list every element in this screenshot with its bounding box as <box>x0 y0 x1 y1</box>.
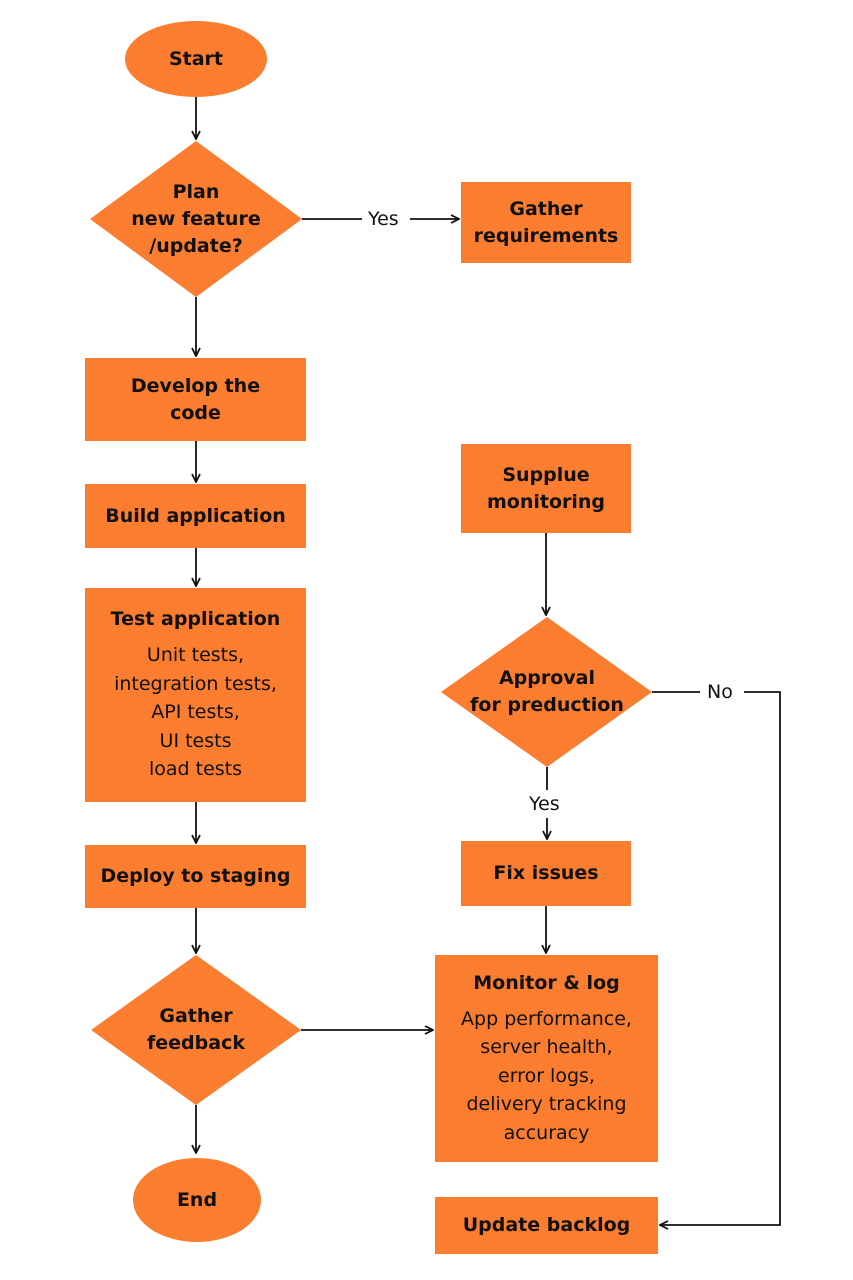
monitor-details: App performance, server health, error lo… <box>461 1005 632 1148</box>
gather-requirements-line-2: requirements <box>473 224 619 247</box>
monitor-detail-1: App performance, <box>461 1007 632 1030</box>
develop-line-1: Develop the <box>130 374 261 397</box>
test-box: Test application Unit tests, integration… <box>85 588 306 802</box>
plan-decision-shape <box>90 141 302 297</box>
approval-yes-label: Yes <box>526 793 563 815</box>
test-detail-4: UI tests <box>159 729 232 752</box>
plan-line-3: /update? <box>149 234 243 257</box>
test-detail-2: integration tests, <box>114 672 277 695</box>
plan-yes-label: Yes <box>365 208 402 230</box>
edge-no-to-backlog <box>660 691 781 1225</box>
plan-line-2: new feature <box>131 207 261 230</box>
develop-line-2: code <box>170 401 221 424</box>
monitor-detail-4: delivery tracking <box>466 1093 627 1116</box>
monitor-label: Monitor & log <box>473 971 620 994</box>
feedback-line-2: feedback <box>147 1032 245 1054</box>
gather-requirements-box: Gather requirements <box>461 182 631 263</box>
feedback-line-1: Gather <box>159 1005 233 1027</box>
test-detail-5: load tests <box>148 758 243 781</box>
monitor-log-box: Monitor & log App performance, server he… <box>435 955 658 1162</box>
approval-no-label: No <box>704 681 736 703</box>
monitor-detail-2: server health, <box>480 1036 613 1059</box>
build-box: Build application <box>85 484 306 548</box>
test-detail-3: API tests, <box>151 701 240 724</box>
plan-decision-label: Plan new feature /update? <box>100 169 292 269</box>
start-terminal: Start <box>125 21 267 97</box>
feedback-decision-shape <box>91 955 301 1105</box>
test-label: Test application <box>110 608 281 631</box>
monitor-detail-5: accuracy <box>503 1121 590 1144</box>
gather-requirements-line-1: Gather <box>509 197 583 220</box>
approval-line-2: for preduction <box>470 694 624 716</box>
build-label: Build application <box>105 504 286 527</box>
backlog-label: Update backlog <box>462 1214 631 1236</box>
fix-label: Fix issues <box>493 862 599 884</box>
supplue-monitoring-box: Supplue monitoring <box>461 444 631 533</box>
supplue-line-1: Supplue <box>502 463 590 486</box>
supplue-line-2: monitoring <box>486 490 606 513</box>
update-backlog-box: Update backlog <box>435 1197 658 1254</box>
end-terminal: End <box>133 1158 261 1242</box>
develop-box: Develop the code <box>85 358 306 441</box>
approval-line-1: Approval <box>498 667 596 689</box>
deploy-label: Deploy to staging <box>100 865 291 887</box>
monitor-detail-3: error logs, <box>498 1064 595 1087</box>
fix-issues-box: Fix issues <box>461 841 631 906</box>
test-detail-1: Unit tests, <box>146 644 245 667</box>
feedback-decision-label: Gather feedback <box>101 990 291 1070</box>
approval-decision-label: Approval for preduction <box>451 652 643 732</box>
plan-line-1: Plan <box>172 180 220 203</box>
test-details: Unit tests, integration tests, API tests… <box>114 641 277 784</box>
approval-decision-shape <box>441 617 652 767</box>
start-label: Start <box>168 47 224 70</box>
end-label: End <box>176 1188 218 1211</box>
deploy-box: Deploy to staging <box>85 845 306 908</box>
